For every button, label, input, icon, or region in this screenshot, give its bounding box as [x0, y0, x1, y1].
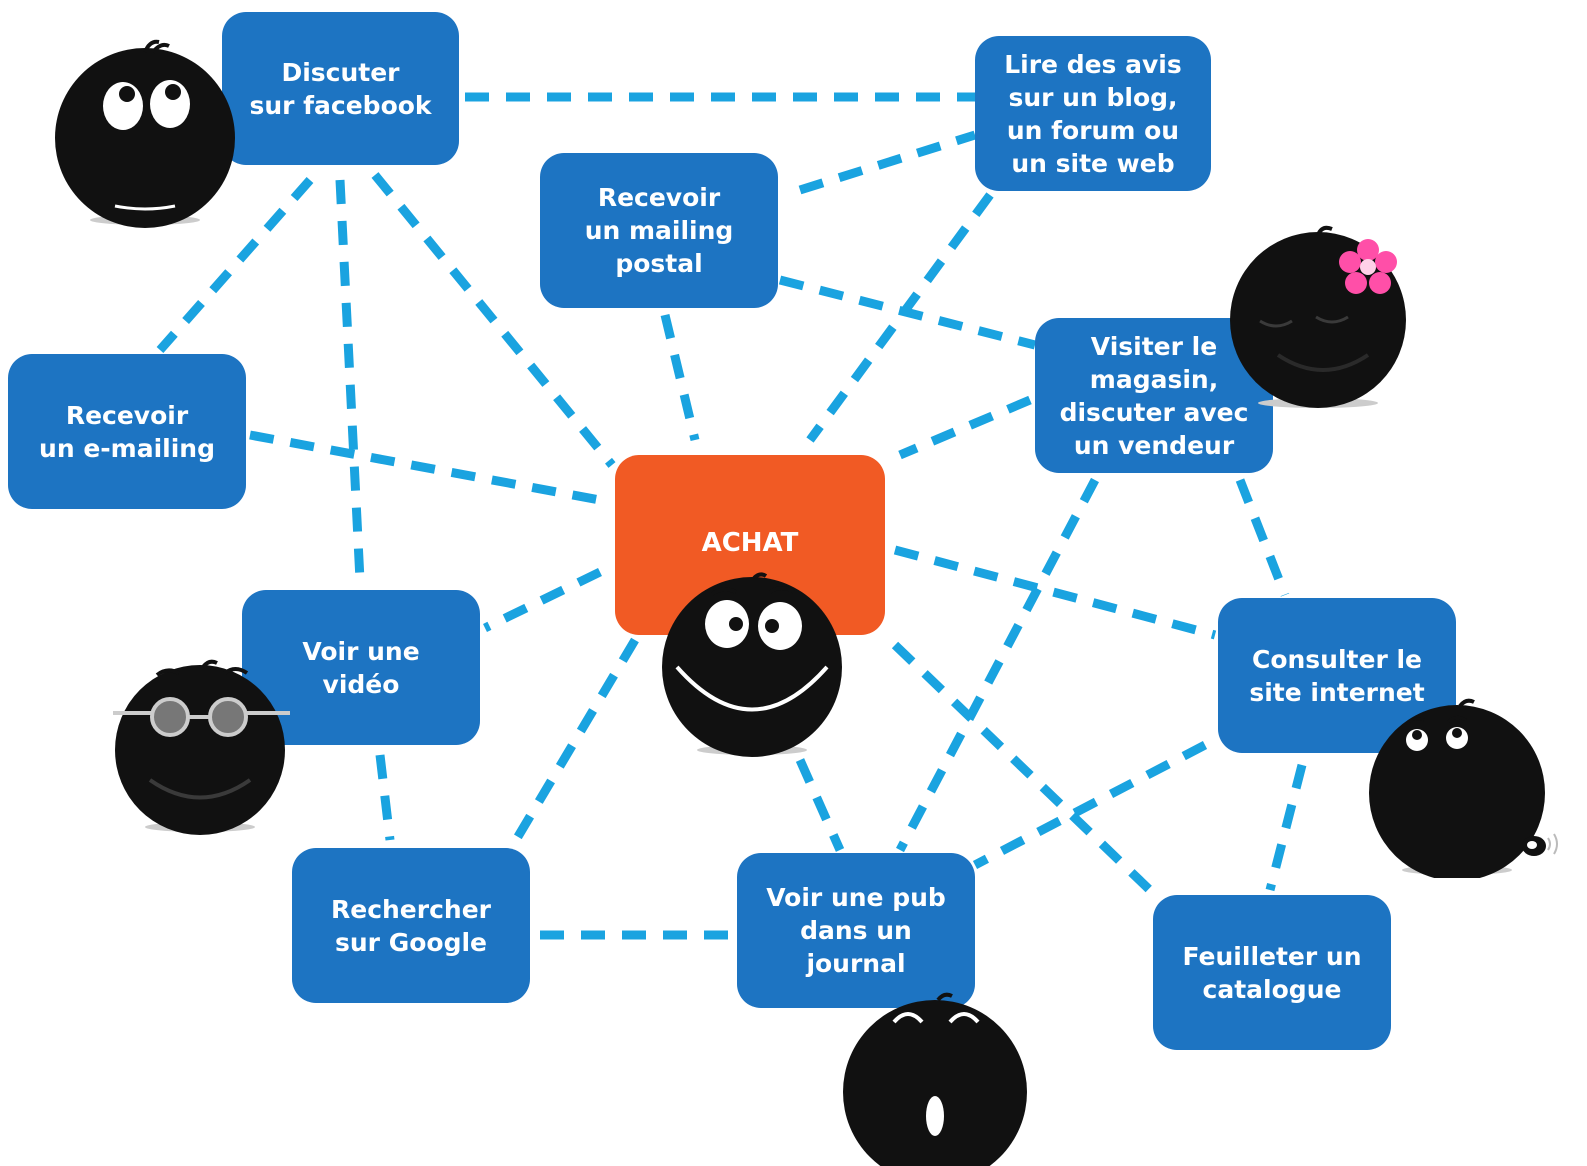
- smiley-grinning-icon: [662, 572, 842, 757]
- connector-magasin-achat: [898, 395, 1032, 460]
- connector-achat-catalogue: [891, 641, 1159, 899]
- connector-achat-google: [506, 637, 639, 853]
- connector-achat-pub: [795, 758, 845, 852]
- node-voir-video[interactable]: Voir une vidéo: [242, 590, 480, 745]
- connector-lines: [156, 92, 1307, 940]
- connector-mailing-achat: [660, 313, 700, 442]
- node-recevoir-e-mailing[interactable]: Recevoir un e-mailing: [8, 354, 246, 509]
- node-voir-pub-journal[interactable]: Voir une pub dans un journal: [737, 853, 975, 1008]
- node-recevoir-mailing-postal[interactable]: Recevoir un mailing postal: [540, 153, 778, 308]
- connector-site-pub: [972, 741, 1208, 869]
- connector-facebook-achat: [371, 172, 616, 468]
- connector-magasin-pub: [896, 477, 1099, 853]
- connector-video-google: [375, 754, 395, 841]
- node-feuilleter-catalogue[interactable]: Feuilleter un catalogue: [1153, 895, 1391, 1050]
- smiley-glasses-icon: [113, 659, 290, 835]
- connector-e-mailing-achat: [249, 430, 601, 505]
- connector-achat-video: [483, 567, 602, 633]
- smiley-looking-up-icon: [55, 39, 235, 228]
- flower-icon: [1339, 239, 1397, 294]
- connector-achat-site: [893, 545, 1217, 640]
- node-discuter-facebook[interactable]: Discuter sur facebook: [222, 12, 459, 165]
- smiley-worried-icon: [1369, 698, 1558, 878]
- node-lire-avis-blog[interactable]: Lire des avis sur un blog, un forum ou u…: [975, 36, 1211, 191]
- node-rechercher-google[interactable]: Rechercher sur Google: [292, 848, 530, 1003]
- connector-mailing-blog: [798, 130, 977, 195]
- connector-magasin-site: [1235, 478, 1290, 597]
- smiley-girl-flower-icon: [1230, 225, 1406, 408]
- connector-blog-achat: [806, 192, 994, 443]
- connector-site-catalogue: [1265, 763, 1307, 892]
- connector-facebook-video: [335, 179, 365, 581]
- smiley-surprised-icon: [843, 992, 1027, 1166]
